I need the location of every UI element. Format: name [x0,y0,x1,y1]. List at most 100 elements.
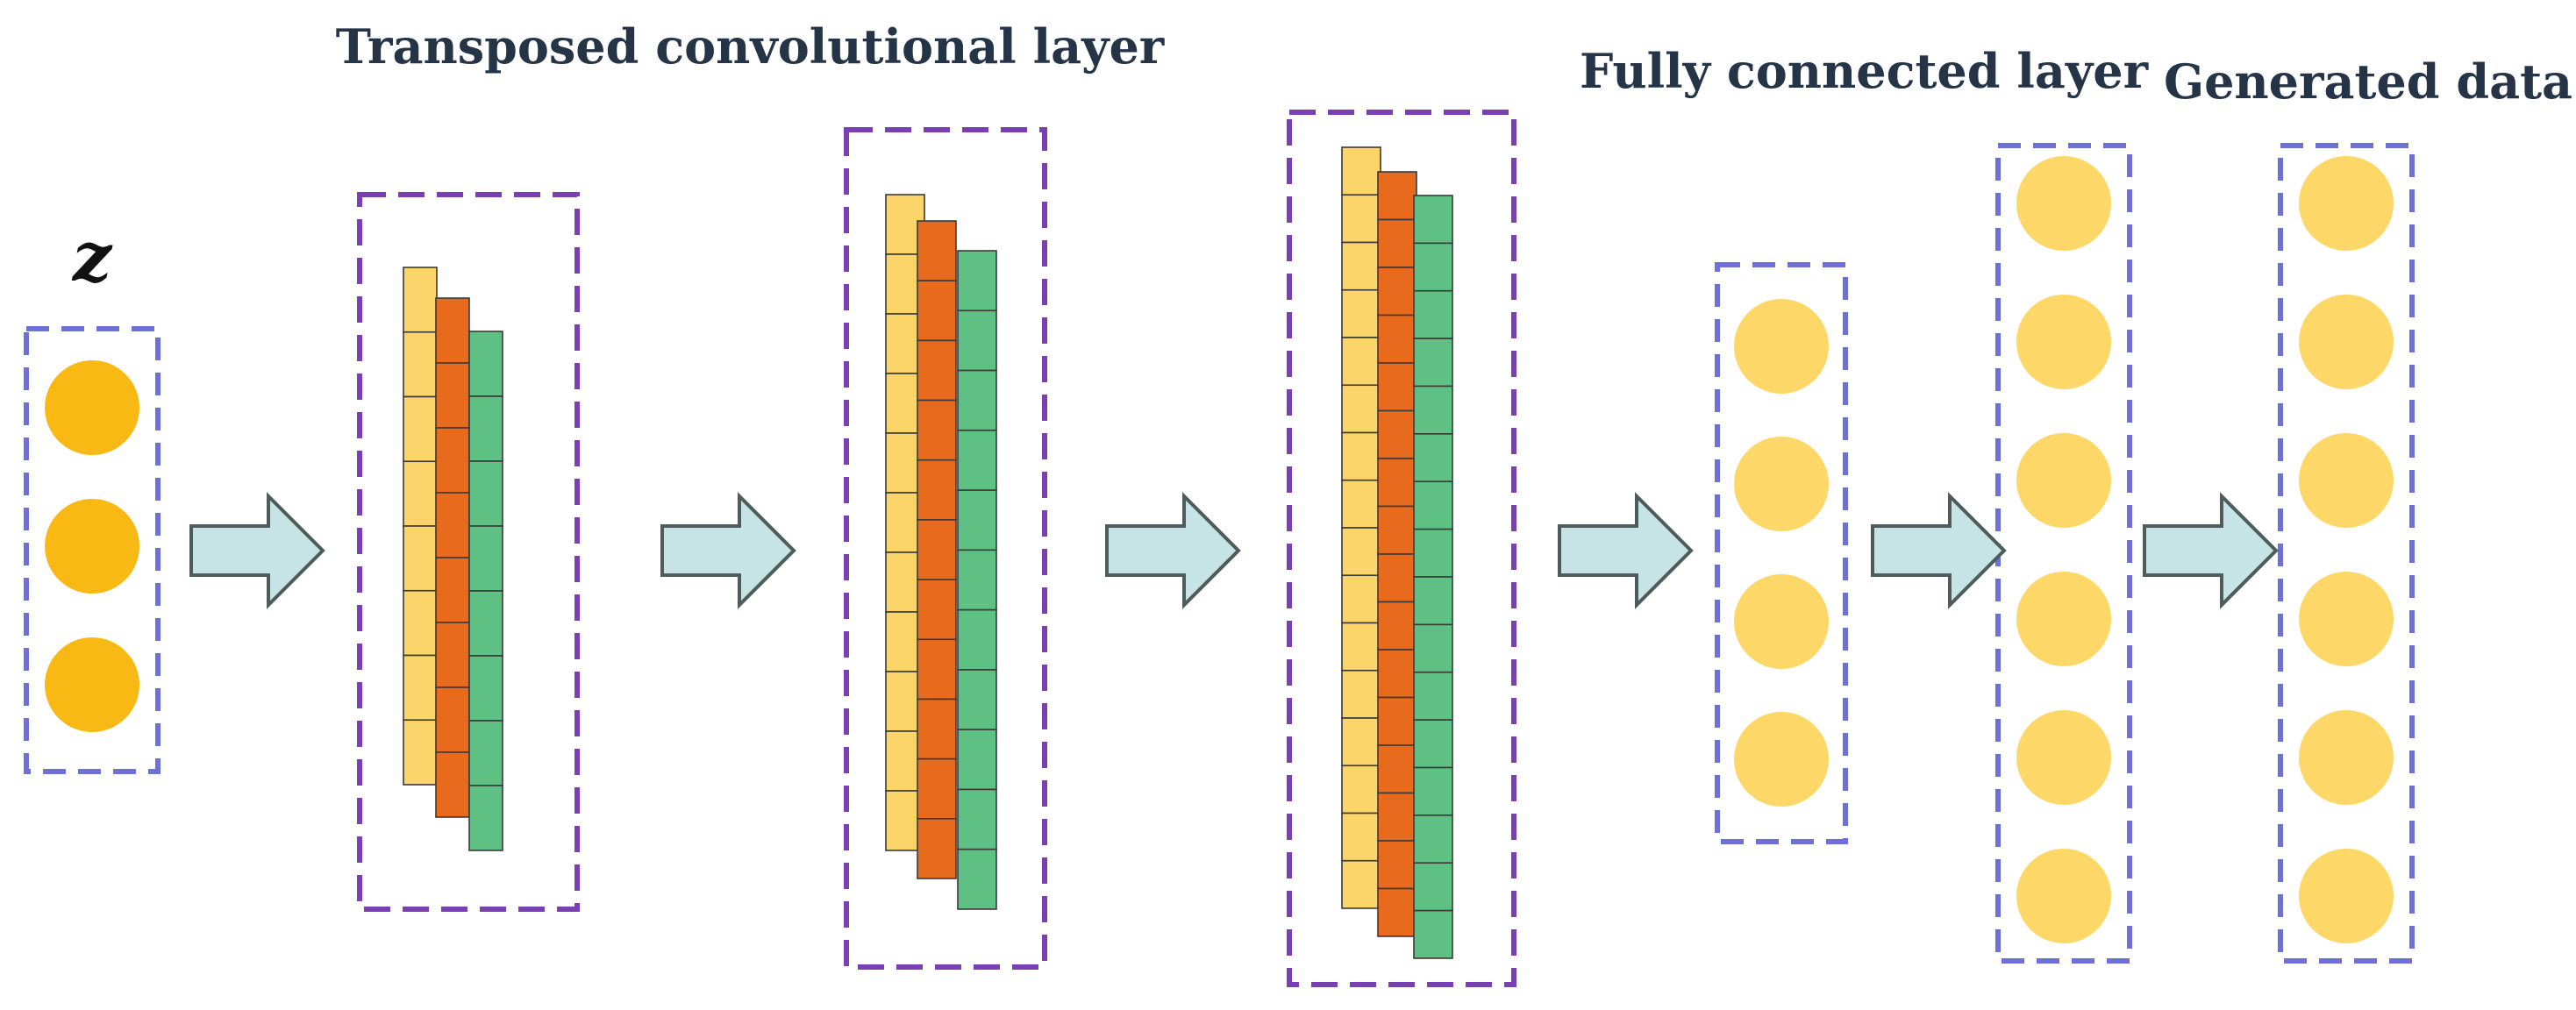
feature-map-yellow [403,267,438,786]
feature-map-cell [957,788,997,850]
output-node [2299,295,2394,389]
fc-layer-2 [1995,143,2132,964]
feature-map-cell [957,848,997,910]
feature-map-cell [1413,528,1453,578]
right-arrow-icon [1105,492,1241,609]
feature-map-cell [957,250,997,312]
feature-map-cell [1413,766,1453,816]
feature-map-cell [1377,505,1417,555]
feature-map-cell [403,589,438,657]
feature-map-cell [403,267,438,333]
feature-map-cell [435,297,470,364]
fc-dashed-box [1995,143,2132,964]
feature-map-cell [1341,146,1381,196]
feature-map-cell [468,395,503,462]
feature-map-cell [917,399,957,461]
right-arrow-icon [1558,492,1694,609]
fc-node [1734,299,1829,394]
feature-map-cell [1341,241,1381,291]
feature-map-cell [917,698,957,760]
fc-node [1734,712,1829,807]
feature-map-cell [957,309,997,372]
feature-map-cell [917,459,957,521]
fc-node [2016,433,2111,528]
fc-layer-1 [1715,262,1848,844]
output-node [2299,156,2394,251]
feature-map-cell [435,751,470,818]
fc-node [1734,437,1829,531]
feature-map-orange [1377,171,1417,937]
feature-map-cell [1377,649,1417,699]
right-arrow-icon [660,492,796,609]
feature-map-cell [917,579,957,641]
feature-map-cell [1377,458,1417,508]
output-node [2299,849,2394,943]
feature-map-cell [1377,744,1417,794]
feature-map-cell [1377,362,1417,412]
feature-map-cell [957,669,997,730]
input-node [45,360,139,455]
feature-map-cell [917,818,957,879]
output-node [2299,710,2394,805]
output-node [2299,433,2394,528]
feature-map-cell [468,590,503,657]
feature-map-cell [468,785,503,851]
feature-map-cell [1413,671,1453,721]
conv-stage-1 [357,192,580,912]
feature-map-cell [1413,480,1453,530]
input-z-label: z [71,217,113,297]
feature-map-cell [1413,623,1453,673]
feature-map-cell [917,758,957,820]
feature-map-cell [1341,812,1381,862]
feature-map-cell [468,720,503,786]
flow-arrows [189,492,2279,609]
feature-map-cell [468,655,503,722]
feature-map-cell [435,427,470,494]
feature-map-cell [1341,194,1381,244]
feature-map-cell [1341,527,1381,577]
feature-map-cell [1377,887,1417,937]
feature-map-cell [468,525,503,592]
feature-map-orange [917,220,957,879]
fc-node [1734,574,1829,669]
right-arrow-icon [1871,492,2007,609]
feature-map-cell [1377,601,1417,651]
feature-map-cell [1341,384,1381,434]
feature-map-cell [1413,814,1453,864]
feature-map-cell [1341,717,1381,767]
feature-map-cell [435,622,470,688]
feature-map-cell [403,525,438,592]
fc-node [2016,572,2111,666]
feature-map-cell [1377,218,1417,268]
feature-map-cell [957,549,997,611]
input-layer [24,326,161,774]
fully-connected-title: Fully connected layer [1580,43,2149,99]
feature-map-cell [1377,314,1417,364]
feature-map-cell [917,339,957,402]
conv-stage-2 [844,127,1047,970]
feature-map-green [1413,195,1453,959]
fc-node [2016,710,2111,805]
feature-map-cell [403,395,438,463]
feature-map-cell [957,608,997,671]
feature-map-cell [1413,242,1453,292]
fc-node [2016,849,2111,943]
feature-map-cell [468,460,503,527]
feature-map-cell [957,489,997,551]
feature-map-cell [957,729,997,791]
feature-map-cell [1377,840,1417,890]
feature-map-cell [403,654,438,722]
feature-map-cell [1413,195,1453,245]
transposed-conv-title: Transposed convolutional layer [336,18,1165,75]
feature-map-cell [435,557,470,623]
feature-map-cell [1413,289,1453,339]
input-node [45,637,139,732]
feature-map-cell [1341,622,1381,672]
output-node [2299,572,2394,666]
feature-map-cell [1413,909,1453,959]
feature-map-green [957,250,997,910]
feature-map-cell [1377,553,1417,603]
feature-map-cell [1413,576,1453,626]
feature-map-cell [1377,267,1417,317]
feature-map-cell [917,280,957,342]
